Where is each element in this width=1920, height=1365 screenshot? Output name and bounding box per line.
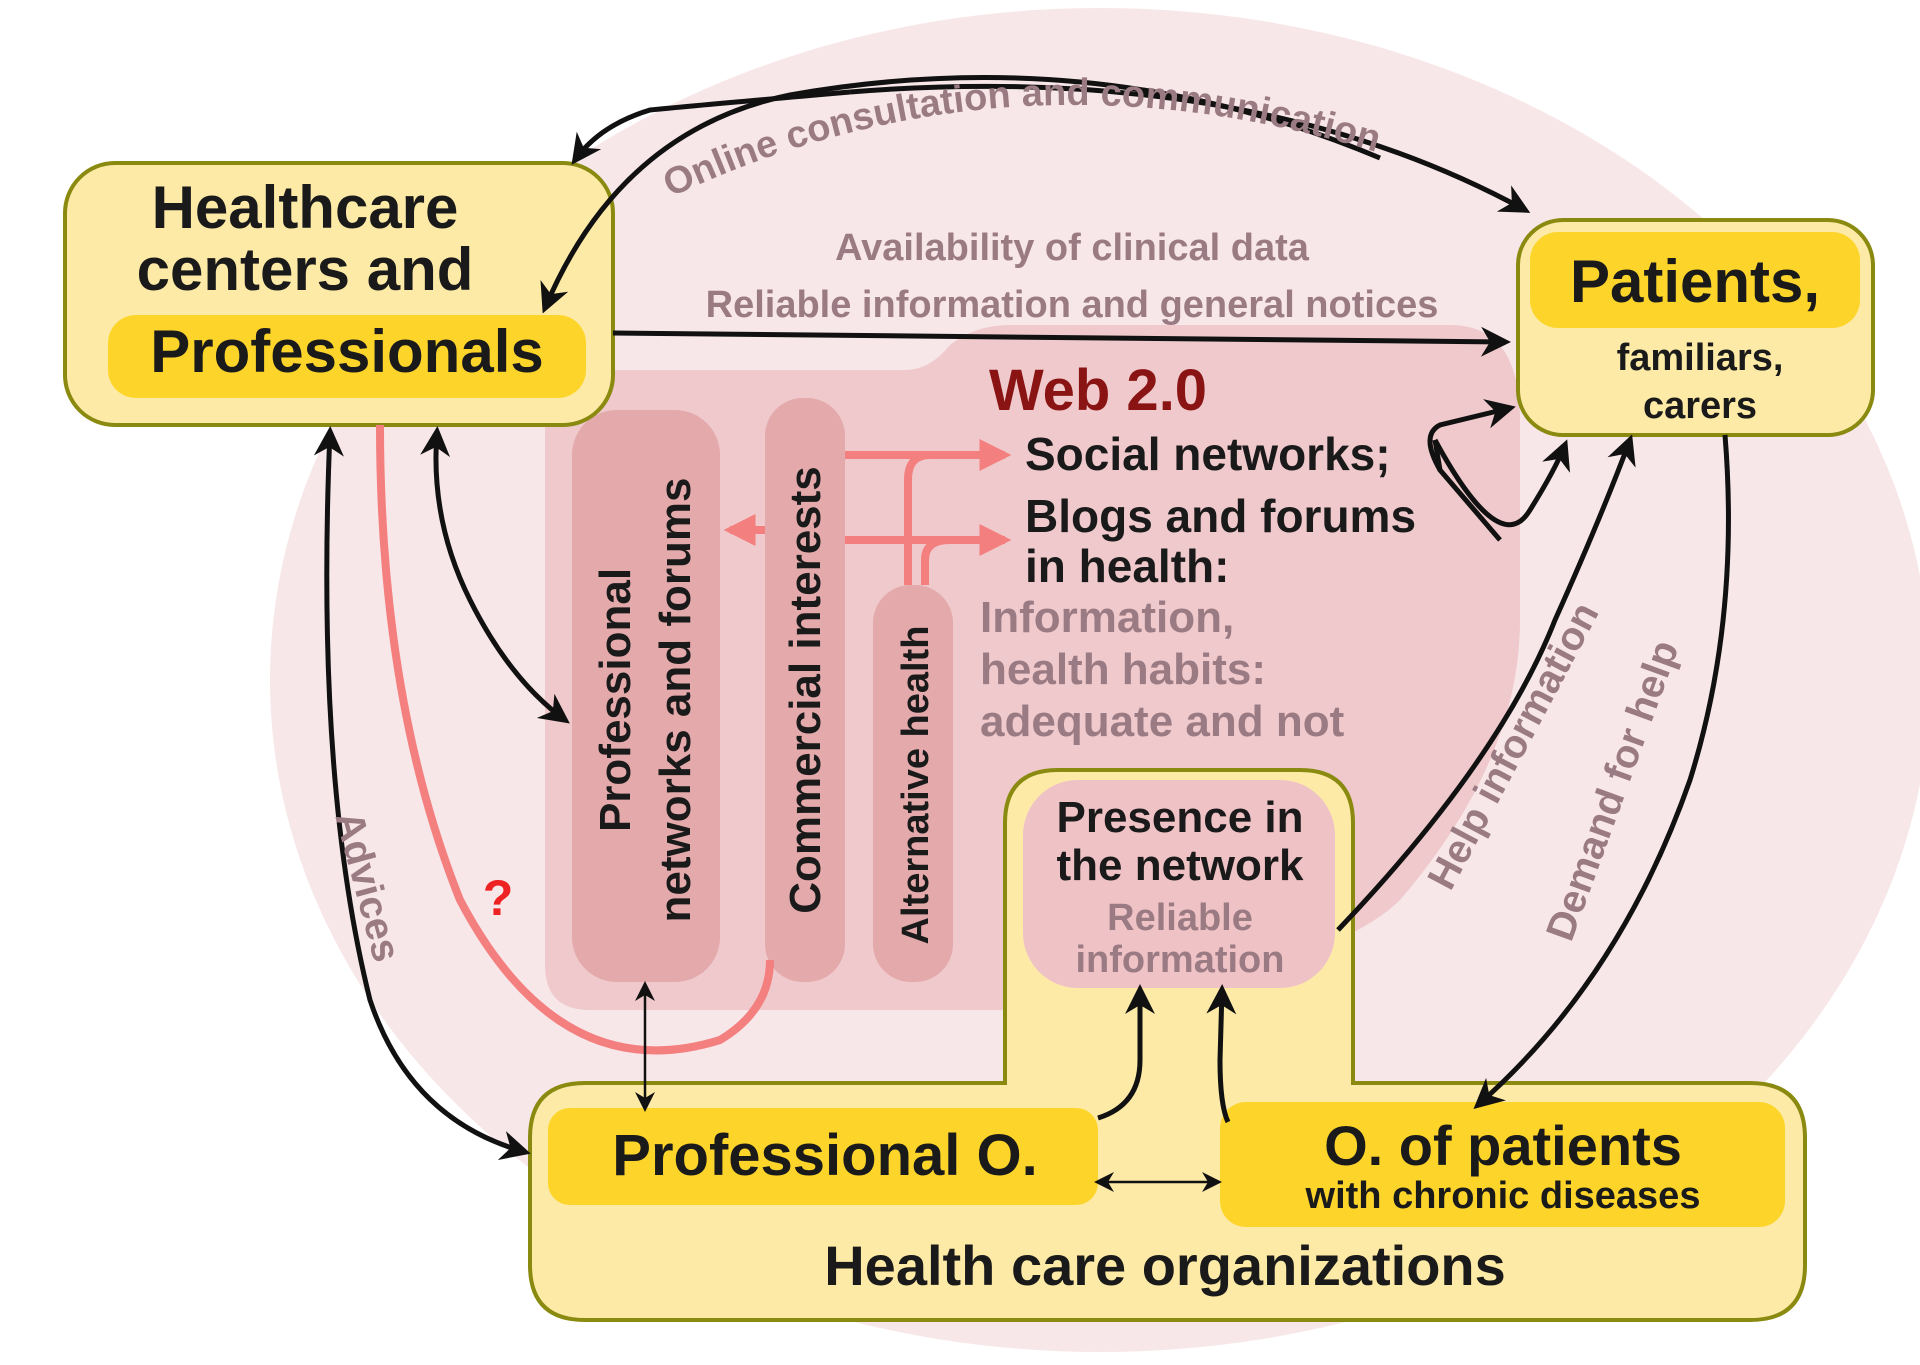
pillar-professional-networks: [572, 410, 720, 982]
arrow-online-inner: [540, 75, 1381, 314]
presence-pill: [1023, 780, 1335, 988]
arrow-patients-to-presence: [1206, 984, 1237, 1124]
brace-social-blogs: [1432, 439, 1502, 542]
arrow-help-information: [1336, 434, 1636, 932]
web-blogs2: in health:: [1025, 540, 1229, 592]
relationship-arrows: [313, 75, 1731, 1161]
healthcare-line2: centers and: [137, 236, 474, 303]
reliable-info-label: Reliable information and general notices: [706, 284, 1439, 326]
presence-line1: Presence in: [1056, 793, 1303, 842]
presence-line2: the network: [1057, 841, 1304, 890]
patients-highlight: [1530, 232, 1860, 328]
patients-line2: carers: [1643, 385, 1757, 427]
web-info2: health habits:: [980, 645, 1266, 694]
arrow-availability: [612, 326, 1511, 357]
availability-label: Availability of clinical data: [835, 227, 1310, 269]
pillar-professional-line2: networks and forums: [651, 478, 700, 923]
patients-org-title: O. of patients: [1324, 1114, 1682, 1177]
presence-sub1: Reliable: [1107, 897, 1253, 939]
pillar-alternative-health: [873, 585, 953, 982]
web-social: Social networks;: [1025, 428, 1391, 480]
pillar-alternative: Alternative health: [895, 626, 937, 945]
organizations-title: Health care organizations: [824, 1234, 1506, 1297]
patients-org-pill: [1220, 1102, 1785, 1227]
patients-title: Patients,: [1570, 248, 1820, 315]
small-arrows: [635, 981, 1222, 1192]
healthcare-professionals: Professionals: [150, 318, 544, 385]
healthcare-line1: Healthcare: [152, 174, 459, 241]
pillar-commercial-interests: [765, 398, 845, 982]
arrow-prof-to-presence: [1097, 984, 1155, 1121]
web-title: Web 2.0: [989, 358, 1207, 423]
patients-line1: familiars,: [1617, 337, 1784, 379]
healthcare-highlight: [108, 315, 586, 398]
web-info3: adequate and not: [980, 697, 1345, 746]
question-mark: ?: [483, 870, 514, 926]
web-info1: Information,: [980, 593, 1234, 642]
professional-o-label: Professional O.: [612, 1123, 1037, 1188]
professional-o-pill: [548, 1108, 1098, 1205]
presence-sub2: information: [1076, 939, 1285, 981]
pillar-commercial: Commercial interests: [781, 466, 830, 914]
arrow-advices: [313, 426, 531, 1161]
arrow-demand-for-help: [1473, 434, 1731, 1109]
arrow-blogs-to-patients: [1432, 438, 1571, 528]
pillar-professional-line1: Professional: [591, 568, 640, 832]
patients-org-sub: with chronic diseases: [1305, 1175, 1701, 1217]
web-blogs1: Blogs and forums: [1025, 490, 1416, 542]
